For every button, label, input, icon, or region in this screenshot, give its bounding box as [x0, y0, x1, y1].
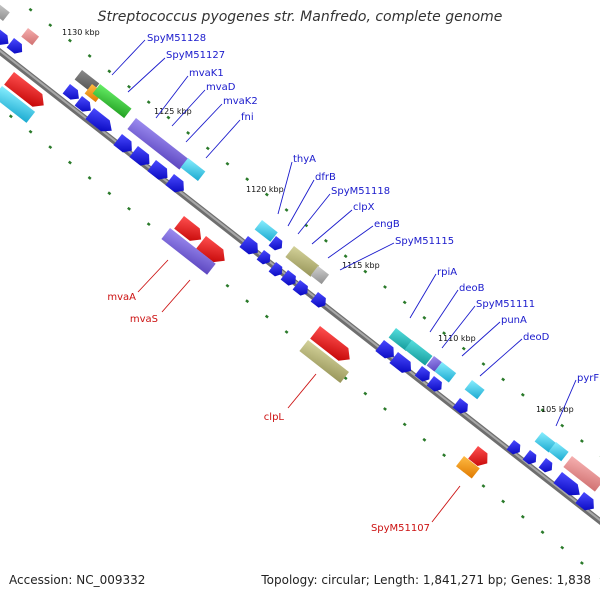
gene-label: SpyM51107 [371, 523, 430, 534]
gene-arrow [310, 326, 350, 361]
gene-block [285, 246, 320, 277]
gene-arrow [553, 472, 580, 496]
gene-arrow [452, 398, 468, 414]
gene-arrow [113, 134, 132, 153]
gene-block [180, 158, 206, 182]
gene-label: deoB [459, 283, 485, 294]
gene-label: rpiA [437, 267, 457, 278]
gene-block [0, 0, 10, 21]
gene-arrow [414, 366, 430, 382]
forward-genes [0, 0, 600, 511]
gene-label: SpyM51127 [166, 50, 225, 61]
gene-arrow [239, 236, 258, 255]
accession-label: Accession: NC_009332 [9, 573, 146, 587]
kbp-tick-label: 1110 kbp [438, 334, 476, 343]
genome-summary: Topology: circular; Length: 1,841,271 bp… [261, 573, 591, 587]
reverse-leader-lines [137, 259, 461, 523]
gene-label: SpyM51111 [476, 299, 535, 310]
gene-arrow [174, 216, 202, 241]
gene-arrow [426, 376, 442, 392]
gene-arrow [280, 270, 296, 286]
gene-label: SpyM51118 [331, 186, 390, 197]
gene-block [434, 362, 457, 383]
gene-block [161, 228, 216, 275]
gene-arrow [4, 72, 44, 107]
kbp-tick-label: 1105 kbp [536, 405, 574, 414]
map-title: Streptococcus pyogenes str. Manfredo, co… [97, 9, 503, 25]
gene-arrow [165, 174, 184, 193]
gene-arrow [310, 292, 326, 308]
gene-label: mvaS [130, 314, 158, 325]
gene-block [92, 84, 132, 119]
gene-arrow [468, 446, 488, 466]
gene-label: deoD [523, 332, 550, 343]
gene-label: SpyM51115 [395, 236, 454, 247]
reverse-labels: mvaA mvaS clpL SpyM51107 [107, 292, 430, 534]
gene-block [388, 328, 414, 352]
gene-arrow [506, 440, 521, 455]
gene-arrow [268, 236, 283, 251]
gene-arrow [256, 250, 271, 265]
gene-arrow [6, 38, 23, 54]
gene-block [254, 220, 278, 242]
gene-block [563, 456, 600, 492]
gene-label: dfrB [315, 172, 336, 183]
gene-arrow [147, 160, 168, 180]
gene-label: pyrF [577, 373, 599, 384]
forward-leader-lines [111, 39, 577, 427]
tick-track-reverse [0, 106, 600, 579]
gene-arrow [85, 108, 112, 132]
gene-block [299, 340, 349, 384]
kbp-tick-label: 1120 kbp [246, 185, 284, 194]
gene-arrow [375, 340, 394, 359]
reverse-genes [0, 72, 488, 479]
gene-block [464, 380, 485, 400]
gene-label: clpX [353, 202, 375, 213]
kbp-ticks: 1130 kbp 1125 kbp 1120 kbp 1115 kbp 1110… [62, 28, 574, 414]
kbp-tick-label: 1125 kbp [154, 107, 192, 116]
gene-arrow [196, 236, 225, 263]
gene-label: thyA [293, 154, 316, 165]
gene-block [21, 28, 40, 46]
gene-label: punA [501, 315, 527, 326]
gene-block [548, 442, 569, 462]
gene-block [404, 340, 433, 366]
gene-arrow [62, 84, 79, 100]
kbp-tick-label: 1130 kbp [62, 28, 100, 37]
gene-arrow [268, 262, 283, 277]
gene-arrow [74, 96, 91, 112]
gene-label: mvaK2 [223, 96, 258, 107]
forward-labels: SpyM51128 SpyM51127 mvaK1 mvaD mvaK2 fni… [147, 33, 599, 384]
gene-label: mvaD [206, 82, 236, 93]
gene-label: clpL [264, 412, 285, 423]
gene-label: engB [374, 219, 400, 230]
gene-block [426, 356, 442, 372]
gene-label: mvaK1 [189, 68, 224, 79]
gene-block [534, 432, 557, 453]
gene-label: SpyM51128 [147, 33, 206, 44]
gene-arrow [575, 492, 594, 511]
gene-arrow [389, 352, 412, 373]
gene-label: fni [241, 112, 254, 123]
gene-block [0, 86, 36, 123]
gene-arrow [522, 450, 537, 465]
gene-arrow [292, 280, 308, 296]
gene-block [455, 456, 480, 479]
gene-label: mvaA [107, 292, 136, 303]
gene-block [310, 266, 330, 285]
kbp-tick-label: 1115 kbp [342, 261, 380, 270]
gene-arrow [0, 28, 9, 45]
gene-arrow [538, 458, 553, 473]
gene-arrow [129, 146, 150, 166]
gene-block [127, 118, 189, 170]
